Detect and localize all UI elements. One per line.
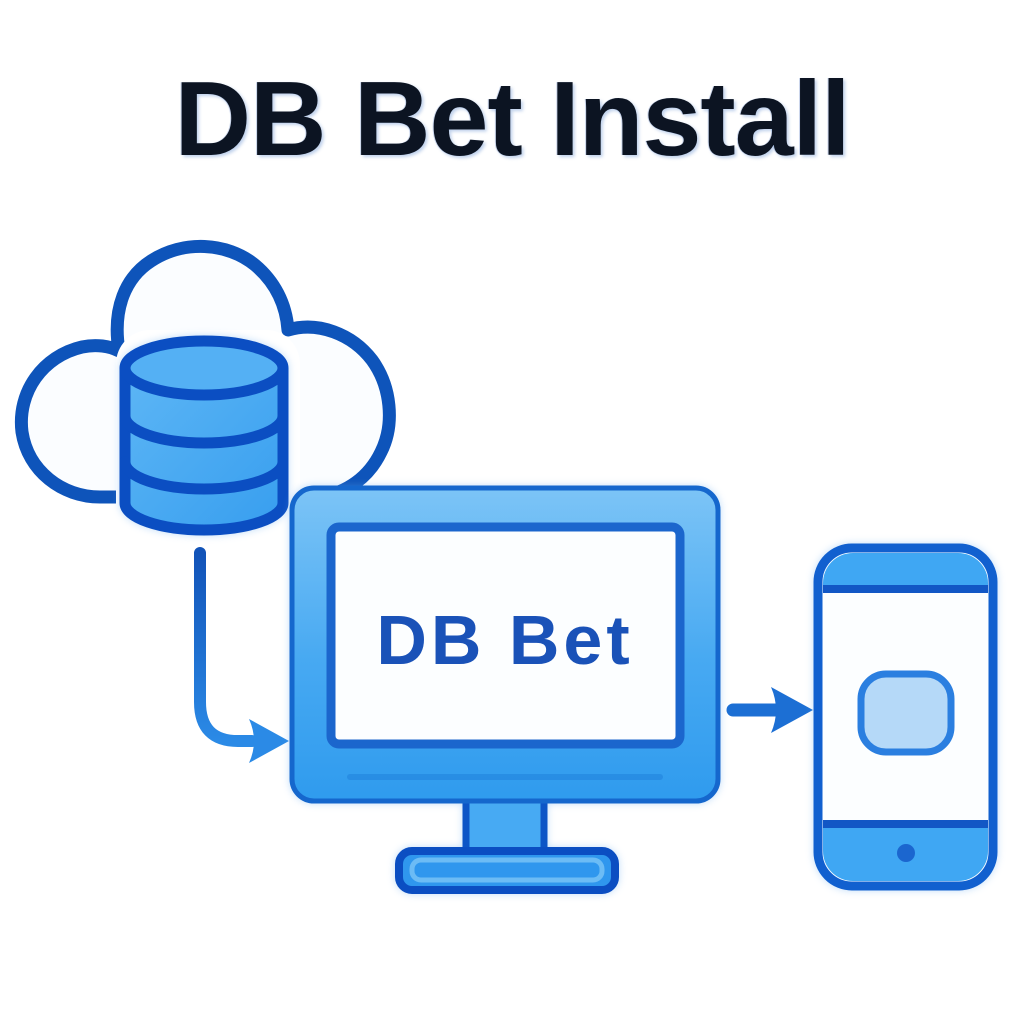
monitor-screen <box>326 522 685 749</box>
transfer-arrow-icon <box>726 687 813 733</box>
database-icon <box>119 335 289 536</box>
phone-bottom-divider <box>823 820 988 828</box>
smartphone-icon <box>813 543 998 891</box>
monitor-stand-base-highlight <box>409 857 605 883</box>
monitor-icon: DB Bet <box>289 485 721 894</box>
download-arrow-icon <box>194 547 289 763</box>
monitor-stand-base <box>395 847 619 894</box>
home-button-dot <box>897 844 915 862</box>
phone-top-bar <box>823 553 988 589</box>
page-title: DB Bet Install <box>174 60 850 178</box>
monitor-screen-label: DB Bet <box>376 601 633 679</box>
phone-top-divider <box>823 585 988 593</box>
app-icon <box>857 670 955 756</box>
